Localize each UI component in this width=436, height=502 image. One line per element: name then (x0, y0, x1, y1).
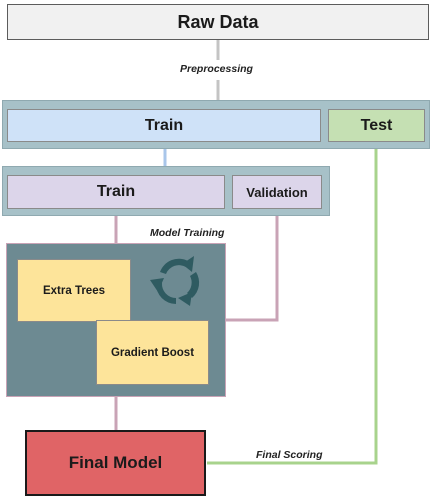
test-box: Test (328, 109, 425, 142)
connector-validation-to-models (226, 210, 279, 322)
validation-box: Validation (232, 175, 322, 209)
gradient-boost-box: Gradient Boost (96, 320, 209, 385)
preprocessing-label: Preprocessing (180, 63, 253, 75)
extra-trees-box: Extra Trees (17, 259, 131, 322)
connector-test-to-final (207, 142, 378, 465)
final-model-box: Final Model (25, 430, 206, 496)
raw-data-box: Raw Data (7, 4, 429, 40)
train-box: Train (7, 109, 321, 142)
model-training-label: Model Training (150, 227, 225, 239)
refresh-cycle-icon (150, 256, 200, 306)
train-subset-box: Train (7, 175, 225, 209)
final-scoring-label: Final Scoring (256, 449, 323, 461)
